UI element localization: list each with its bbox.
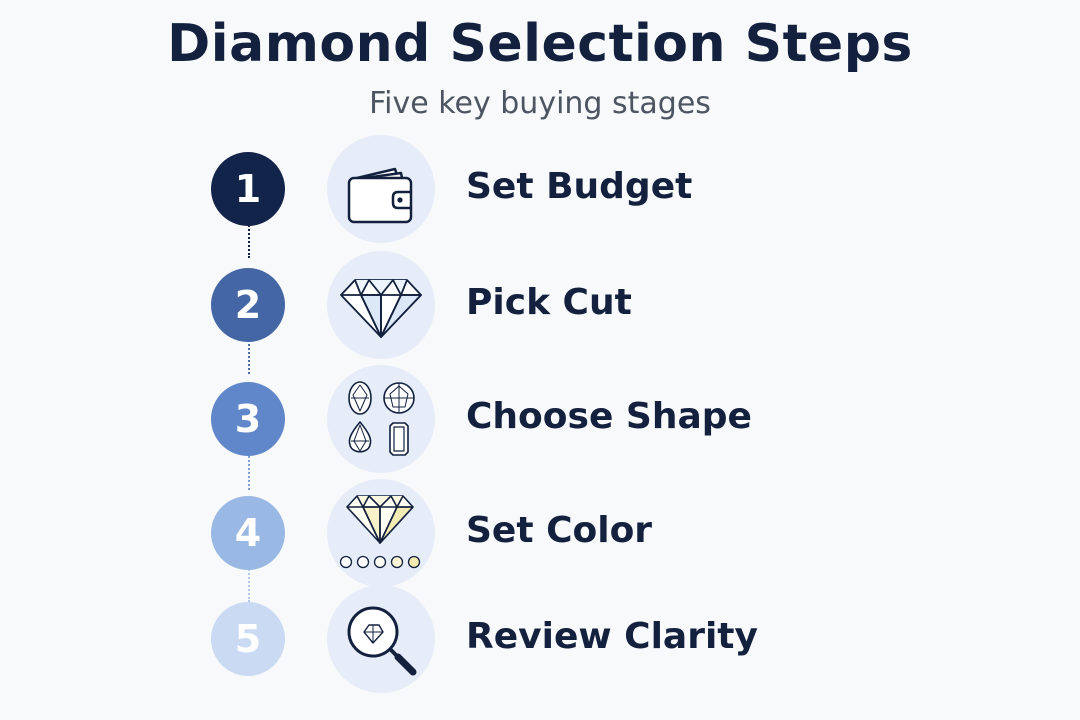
step-label-5: Review Clarity	[466, 616, 758, 657]
diamond-icon	[340, 279, 422, 338]
magnifier-icon	[347, 606, 417, 676]
step-number-1: 1	[211, 152, 285, 226]
diamond-color-scale-icon	[339, 495, 421, 569]
step-number-3: 3	[211, 382, 285, 456]
step-1: 1 Set Budget	[0, 134, 1080, 244]
step-connector	[248, 452, 250, 490]
step-5: 5 Review Clarity	[0, 584, 1080, 694]
step-label-3: Choose Shape	[466, 396, 752, 437]
diamond-shapes-icon	[348, 381, 415, 456]
step-connector	[248, 222, 250, 258]
icon-circle-4	[327, 479, 435, 587]
icon-circle-5	[327, 585, 435, 693]
step-label-2: Pick Cut	[466, 282, 632, 323]
step-3: 3 Choose Shape	[0, 364, 1080, 474]
icon-circle-2	[327, 251, 435, 359]
step-number-4: 4	[211, 496, 285, 570]
step-label-1: Set Budget	[466, 166, 693, 207]
icon-circle-1	[327, 135, 435, 243]
step-number-2: 2	[211, 268, 285, 342]
title: Diamond Selection Steps	[167, 14, 913, 74]
step-connector	[248, 336, 250, 374]
step-connector	[248, 566, 250, 602]
step-number-5: 5	[211, 602, 285, 676]
subtitle: Five key buying stages	[369, 86, 711, 121]
step-label-4: Set Color	[466, 510, 653, 551]
wallet-icon	[347, 167, 413, 224]
step-4: 4 Set Color	[0, 478, 1080, 588]
step-2: 2 Pick Cut	[0, 250, 1080, 360]
icon-circle-3	[327, 365, 435, 473]
